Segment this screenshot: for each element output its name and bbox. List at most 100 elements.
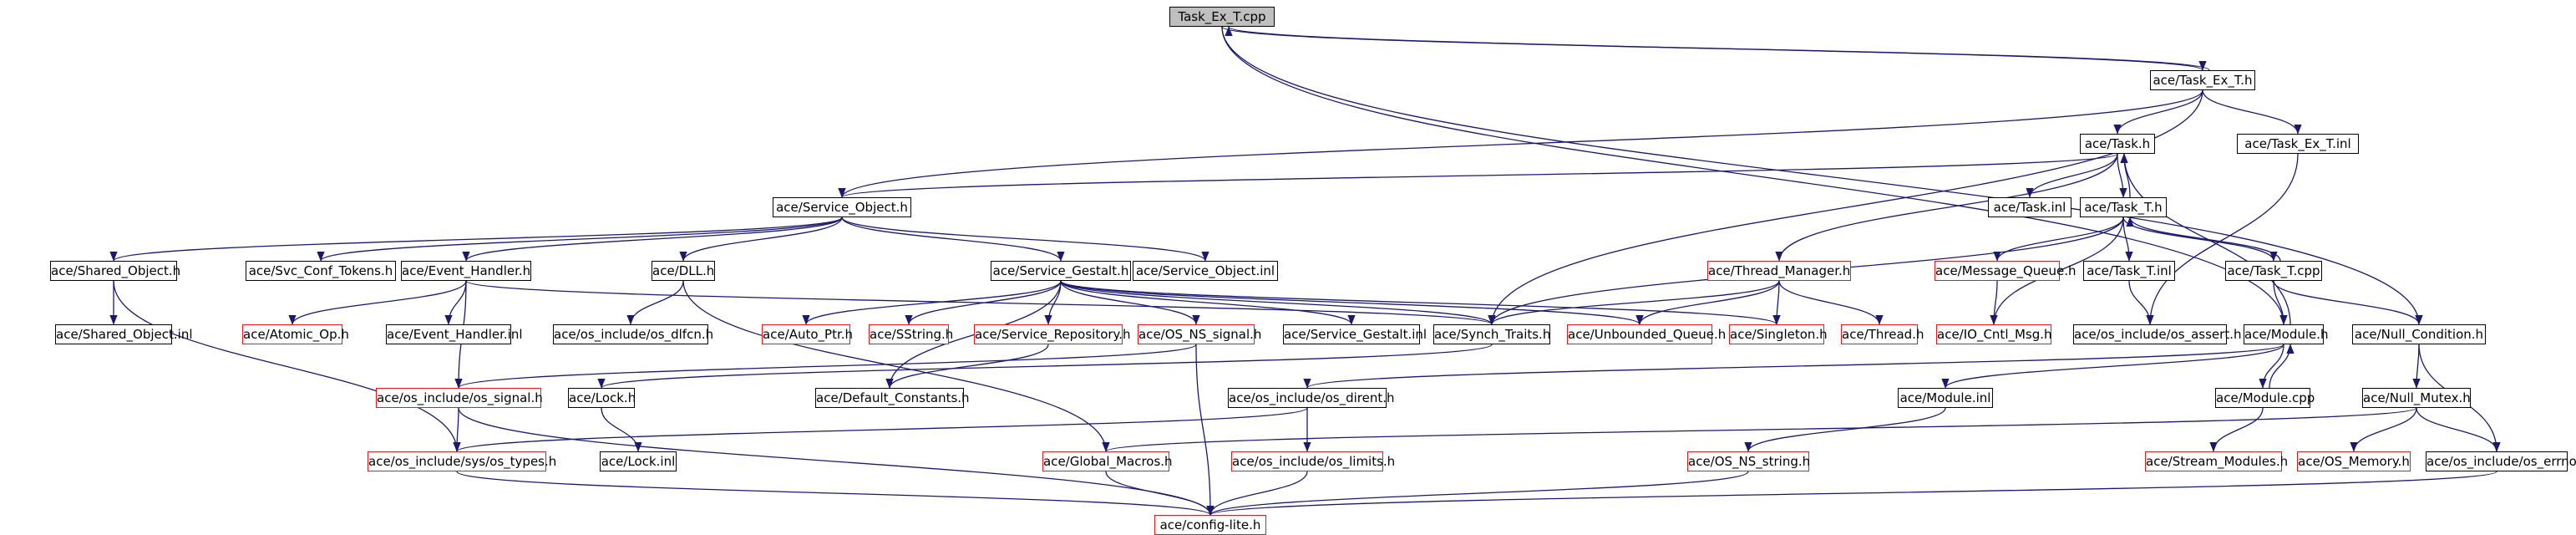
edge-os-types-h-to-config-lite-h [456,471,1214,516]
node-task-h[interactable]: ace/Task.h [2080,134,2155,154]
node-module-h[interactable]: ace/Module.h [2244,324,2329,344]
node-os-dlfcn-h[interactable]: ace/os_include/os_dlfcn.h [553,324,713,344]
edge-null-mutex-h-to-global-macros-h [1102,407,2417,452]
node-os-types-h: ace/os_include/sys/os_types.h [368,451,556,471]
edge-thread-manager-h-to-singleton-h [1772,280,1781,325]
node-event-handler-inl[interactable]: ace/Event_Handler.inl [386,324,523,344]
edge-task-h-to-task-t-h [2117,153,2127,198]
node-task-ex-t-inl[interactable]: ace/Task_Ex_T.inl [2237,134,2359,154]
node-os-ns-string-h: ace/OS_NS_string.h [1687,451,1810,471]
edge-service-object-h-to-shared-object-h [109,217,843,262]
edge-task-h-to-task-inl [2026,153,2118,198]
edge-module-h-to-module-inl [1941,344,2284,389]
node-lock-h[interactable]: ace/Lock.h [568,388,636,408]
edge-global-macros-h-to-config-lite-h [1105,471,1214,516]
edge-dll-h-to-os-dlfcn-h [626,280,684,325]
node-dll-h[interactable]: ace/DLL.h [652,261,715,281]
edge-service-object-h-to-service-object-inl [841,217,1209,262]
node-task-ex-t-cpp[interactable]: Task_Ex_T.cpp [1169,7,1275,27]
edge-service-gestalt-h-to-os-ns-signal-h [1060,280,1200,325]
edge-module-cpp-to-module-h [2269,344,2295,389]
edge-task-t-inl-to-os-assert-h [2128,280,2154,325]
node-service-object-h[interactable]: ace/Service_Object.h [773,197,911,217]
edge-service-gestalt-h-to-unbounded-queue-h [1060,280,1644,325]
node-svc-conf-tokens-h[interactable]: ace/Svc_Conf_Tokens.h [246,261,396,281]
edge-thread-manager-h-to-unbounded-queue-h [1635,280,1780,325]
node-task-ex-t-h[interactable]: ace/Task_Ex_T.h [2150,70,2255,90]
node-os-memory-h: ace/OS_Memory.h [2297,451,2411,471]
node-sstring-h: ace/SString.h [869,324,953,344]
edge-event-handler-h-to-event-handler-inl [444,280,467,325]
node-io-cntl-msg-h: ace/IO_Cntl_Msg.h [1936,324,2052,344]
node-shared-object-h[interactable]: ace/Shared_Object.h [50,261,180,281]
node-service-repository-h: ace/Service_Repository.h [974,324,1131,344]
node-lock-inl[interactable]: ace/Lock.inl [600,451,677,471]
edge-task-ex-t-inl-to-os-assert-h [2146,153,2299,325]
edge-service-object-h-to-dll-h [679,217,843,262]
node-service-object-inl[interactable]: ace/Service_Object.inl [1133,261,1278,281]
edge-os-errno-h-to-config-lite-h [1206,471,2497,516]
node-event-handler-h[interactable]: ace/Event_Handler.h [401,261,531,281]
edge-task-t-h-to-message-queue-h [1993,217,2124,262]
edge-null-mutex-h-to-os-errno-h [2416,407,2501,452]
edge-task-t-cpp-to-task-t-h [2126,217,2281,262]
edge-thread-manager-h-to-thread-h [1778,280,1884,325]
node-os-limits-h: ace/os_include/os_limits.h [1231,451,1395,471]
edge-task-t-cpp-to-null-condition-h [2273,280,2423,325]
node-unbounded-queue-h: ace/Unbounded_Queue.h [1567,324,1726,344]
node-module-cpp[interactable]: ace/Module.cpp [2215,388,2315,408]
node-stream-modules-h: ace/Stream_Modules.h [2145,451,2288,471]
node-os-ns-signal-h: ace/OS_NS_signal.h [1138,324,1261,344]
edge-os-ns-string-h-to-config-lite-h [1206,471,1749,516]
edge-service-gestalt-h-to-sstring-h [905,280,1062,325]
node-auto-ptr-h: ace/Auto_Ptr.h [762,324,853,344]
edge-service-object-h-to-svc-conf-tokens-h [317,217,843,262]
edge-module-inl-to-os-ns-string-h [1744,407,1946,452]
node-service-gestalt-inl[interactable]: ace/Service_Gestalt.inl [1283,324,1427,344]
node-default-constants-h[interactable]: ace/Default_Constants.h [815,388,970,408]
edge-task-t-cpp-to-module-h [2273,280,2288,325]
edge-service-repository-h-to-default-constants-h [885,344,1049,389]
edge-null-condition-h-to-null-mutex-h [2412,344,2421,389]
edge-module-h-to-os-dirent-h [1303,344,2284,389]
node-module-inl[interactable]: ace/Module.inl [1898,388,1993,408]
edge-service-gestalt-h-to-singleton-h [1060,280,1781,325]
edge-task-h-to-service-object-h [838,153,2118,198]
node-task-t-h[interactable]: ace/Task_T.h [2080,197,2167,217]
node-shared-object-inl[interactable]: ace/Shared_Object.inl [55,324,193,344]
node-global-macros-h: ace/Global_Macros.h [1042,451,1173,471]
edge-service-gestalt-h-to-service-gestalt-inl [1060,280,1356,325]
node-service-gestalt-h[interactable]: ace/Service_Gestalt.h [991,261,1131,281]
node-null-mutex-h[interactable]: ace/Null_Mutex.h [2362,388,2471,408]
node-null-condition-h[interactable]: ace/Null_Condition.h [2352,324,2486,344]
edge-os-dirent-h-to-os-types-h [453,407,1308,452]
edge-dll-h-to-global-macros-h [682,280,1110,452]
edge-task-ex-t-h-to-service-object-h [838,89,2203,198]
node-os-dirent-h[interactable]: ace/os_include/os_dirent.h [1228,388,1395,408]
node-task-inl[interactable]: ace/Task.inl [1988,197,2071,217]
edge-task-ex-t-cpp-to-module-h [1221,26,2288,325]
edge-service-object-h-to-service-gestalt-h [841,217,1065,262]
edge-os-ns-signal-h-to-config-lite-h [1195,344,1214,516]
edge-task-ex-t-h-to-task-ex-t-inl [2202,89,2302,135]
edge-module-cpp-to-stream-modules-h [2209,407,2264,452]
edge-os-signal-h-to-os-types-h [453,407,461,452]
node-os-assert-h[interactable]: ace/os_include/os_assert.h [2073,324,2241,344]
edge-event-handler-h-to-atomic-op-h [288,280,467,325]
edge-null-mutex-h-to-os-memory-h [2350,407,2417,452]
edge-synch-traits-h-to-lock-h [597,344,1493,389]
edge-shared-object-h-to-os-types-h [113,280,461,452]
edge-service-gestalt-h-to-synch-traits-h [1060,280,1496,325]
edge-task-ex-t-h-to-synch-traits-h [1488,89,2203,325]
node-task-t-cpp[interactable]: ace/Task_T.cpp [2225,261,2322,281]
node-os-errno-h[interactable]: ace/os_include/os_errno.h [2426,451,2576,471]
edge-task-ex-t-cpp-to-null-condition-h [1221,26,2423,325]
edge-service-object-h-to-event-handler-h [462,217,843,262]
dependency-edges [109,26,2501,516]
edge-thread-manager-h-to-synch-traits-h [1488,280,1780,325]
node-synch-traits-h[interactable]: ace/Synch_Traits.h [1433,324,1550,344]
edge-task-ex-t-h-to-task-h [2113,89,2203,135]
node-task-t-inl[interactable]: ace/Task_T.inl [2083,261,2175,281]
edge-module-h-to-module-cpp [2259,344,2284,389]
